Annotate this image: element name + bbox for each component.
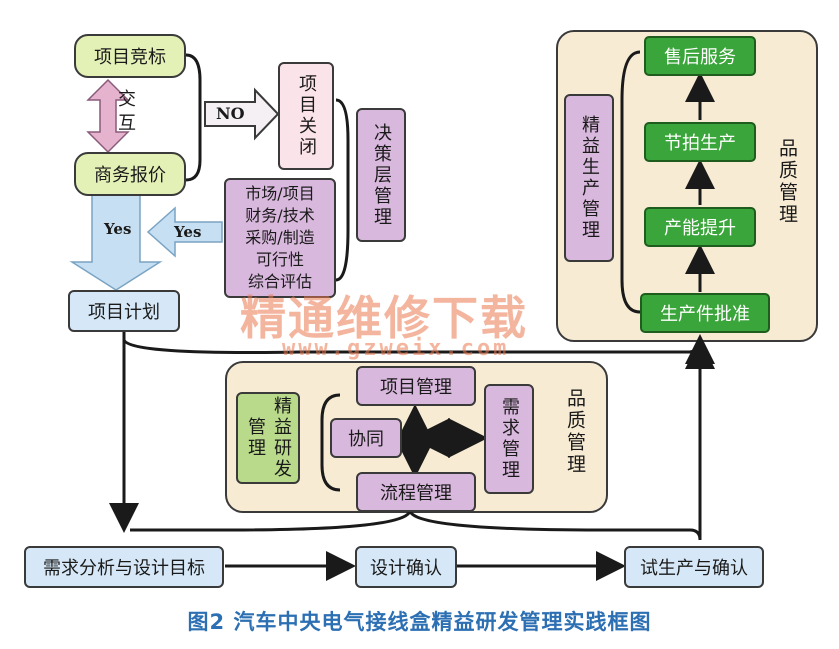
no-label: NO: [216, 104, 245, 123]
node-plan: 项目计划: [68, 290, 180, 332]
quality-mid-label: 品质管理: [564, 388, 586, 476]
node-capacity: 产能提升: [644, 207, 756, 247]
node-lean-rd: 精益研发管理: [236, 392, 300, 484]
node-design-confirm: 设计确认: [355, 546, 457, 588]
yes-down-label: Yes: [104, 220, 132, 238]
node-pm: 项目管理: [356, 366, 476, 406]
node-trial: 试生产与确认: [624, 546, 764, 588]
node-req-mgmt: 需求管理: [484, 384, 534, 494]
node-collab: 协同: [330, 418, 402, 458]
node-req-analysis: 需求分析与设计目标: [24, 546, 224, 588]
figure-caption: 图2 汽车中央电气接线盒精益研发管理实践框图: [187, 610, 652, 634]
node-lean-left: 精益生产管理: [564, 94, 614, 262]
quality-top-label: 品质管理: [776, 138, 798, 226]
node-bid: 项目竞标: [74, 34, 186, 78]
yes-left-label: Yes: [174, 223, 202, 241]
node-takt: 节拍生产: [644, 122, 756, 162]
node-quote: 商务报价: [74, 152, 186, 196]
node-interact: 交互: [118, 89, 136, 134]
watermark-title: 精通维修下载: [240, 291, 528, 345]
node-decision: 决策层管理: [356, 108, 406, 242]
node-eval: 市场/项目 财务/技术 采购/制造 可行性 综合评估: [224, 178, 336, 298]
node-ppap: 生产件批准: [640, 293, 770, 333]
node-flow: 流程管理: [356, 472, 476, 512]
watermark-url: www.gzweix.com: [282, 336, 510, 361]
node-after-sales: 售后服务: [644, 36, 756, 76]
node-close: 项目关闭: [278, 62, 334, 170]
